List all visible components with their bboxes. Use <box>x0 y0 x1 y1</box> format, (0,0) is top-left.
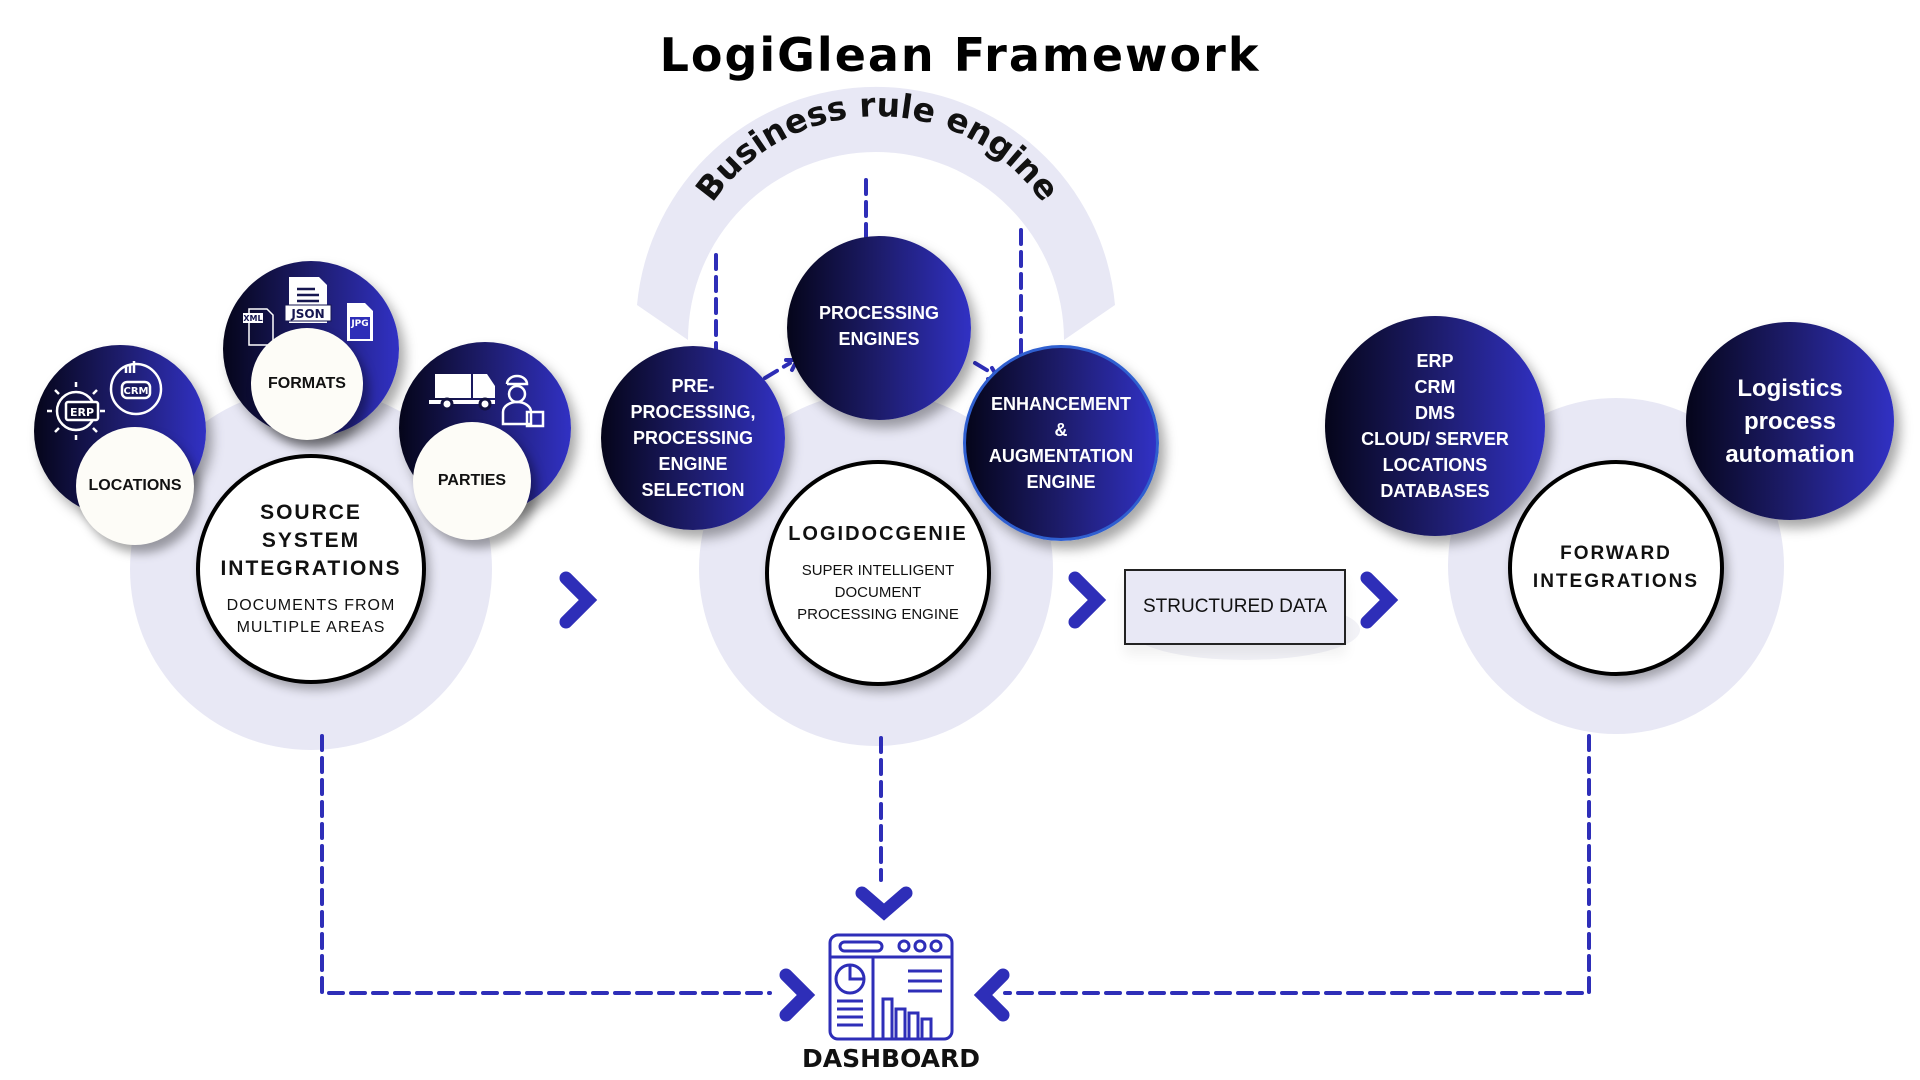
svg-text:XML: XML <box>243 314 262 323</box>
dashed-arrow-pre-to-processing <box>763 361 792 380</box>
integration-targets-node: ERP CRM DMS CLOUD/ SERVER LOCATIONS DATA… <box>1325 316 1545 536</box>
enhancement-label: ENHANCEMENT & AUGMENTATION ENGINE <box>988 394 1134 492</box>
jpg-file-icon: JPG <box>347 303 373 341</box>
logistics-automation-label: Logistics process automation <box>1725 374 1855 468</box>
forward-integrations-node: FORWARD INTEGRATIONS <box>1508 460 1724 676</box>
source-subtitle: DOCUMENTS FROM MULTIPLE AREAS <box>226 597 396 636</box>
logistics-automation-node: Logistics process automation <box>1686 322 1894 520</box>
arc-band <box>637 86 1115 340</box>
source-title: SOURCE SYSTEM INTEGRATIONS <box>220 501 402 580</box>
locations-label: LOCATIONS <box>88 477 182 494</box>
chevron-right-icon <box>559 571 598 629</box>
formats-node: FORMATS <box>251 328 363 440</box>
pre-processing-node: PRE- PROCESSING, PROCESSING ENGINE SELEC… <box>601 346 785 530</box>
dashed-line-source-to-dashboard <box>320 734 772 995</box>
structured-data-label: STRUCTURED DATA <box>1142 596 1328 617</box>
source-system-integrations-node: SOURCE SYSTEM INTEGRATIONS DOCUMENTS FRO… <box>196 454 426 684</box>
formats-label: FORMATS <box>268 375 346 392</box>
chevron-left-icon <box>973 968 1010 1022</box>
logidocgenie-title: LOGIDOCGENIE <box>788 523 968 545</box>
chevron-right-icon <box>779 968 816 1022</box>
file-icons-group: JSON XML JPG <box>243 277 373 346</box>
json-file-icon: JSON <box>284 277 332 323</box>
chevron-down-icon <box>855 886 913 921</box>
svg-text:JSON: JSON <box>290 307 324 321</box>
locations-node: LOCATIONS <box>76 427 194 545</box>
logidocgenie-subtitle: SUPER INTELLIGENT DOCUMENT PROCESSING EN… <box>797 562 959 623</box>
dashboard-icon <box>828 933 954 1041</box>
page-title: LogiGlean Framework <box>659 28 1261 82</box>
xml-file-icon: XML <box>243 308 274 346</box>
chevron-right-icon <box>1360 571 1399 629</box>
parties-node: PARTIES <box>413 422 531 540</box>
processing-engines-node: PROCESSING ENGINES <box>787 236 971 420</box>
truck-icon <box>429 374 495 411</box>
integration-targets-label: ERP CRM DMS CLOUD/ SERVER LOCATIONS DATA… <box>1361 351 1509 501</box>
logidocgenie-node: LOGIDOCGENIE SUPER INTELLIGENT DOCUMENT … <box>765 460 991 686</box>
dashboard-label: DASHBOARD <box>801 1044 980 1073</box>
erp-gear-icon: ERP <box>47 382 105 440</box>
processing-engines-label: PROCESSING ENGINES <box>818 303 940 349</box>
svg-text:JPG: JPG <box>350 319 368 329</box>
enhancement-augmentation-node: ENHANCEMENT & AUGMENTATION ENGINE <box>963 345 1159 541</box>
dashed-arrow-processing-to-enhancement <box>973 361 997 377</box>
structured-data-box: STRUCTURED DATA <box>1124 569 1346 645</box>
chevron-right-icon <box>1068 571 1107 629</box>
svg-text:CRM: CRM <box>124 386 149 397</box>
delivery-person-icon <box>501 374 545 428</box>
parties-label: PARTIES <box>437 472 507 489</box>
forward-title: FORWARD INTEGRATIONS <box>1532 543 1700 592</box>
dashed-line-forward-to-dashboard <box>1003 734 1591 995</box>
crm-globe-icon: CRM <box>109 361 163 416</box>
svg-text:ERP: ERP <box>70 406 94 419</box>
pre-processing-label: PRE- PROCESSING, PROCESSING ENGINE SELEC… <box>630 376 756 500</box>
